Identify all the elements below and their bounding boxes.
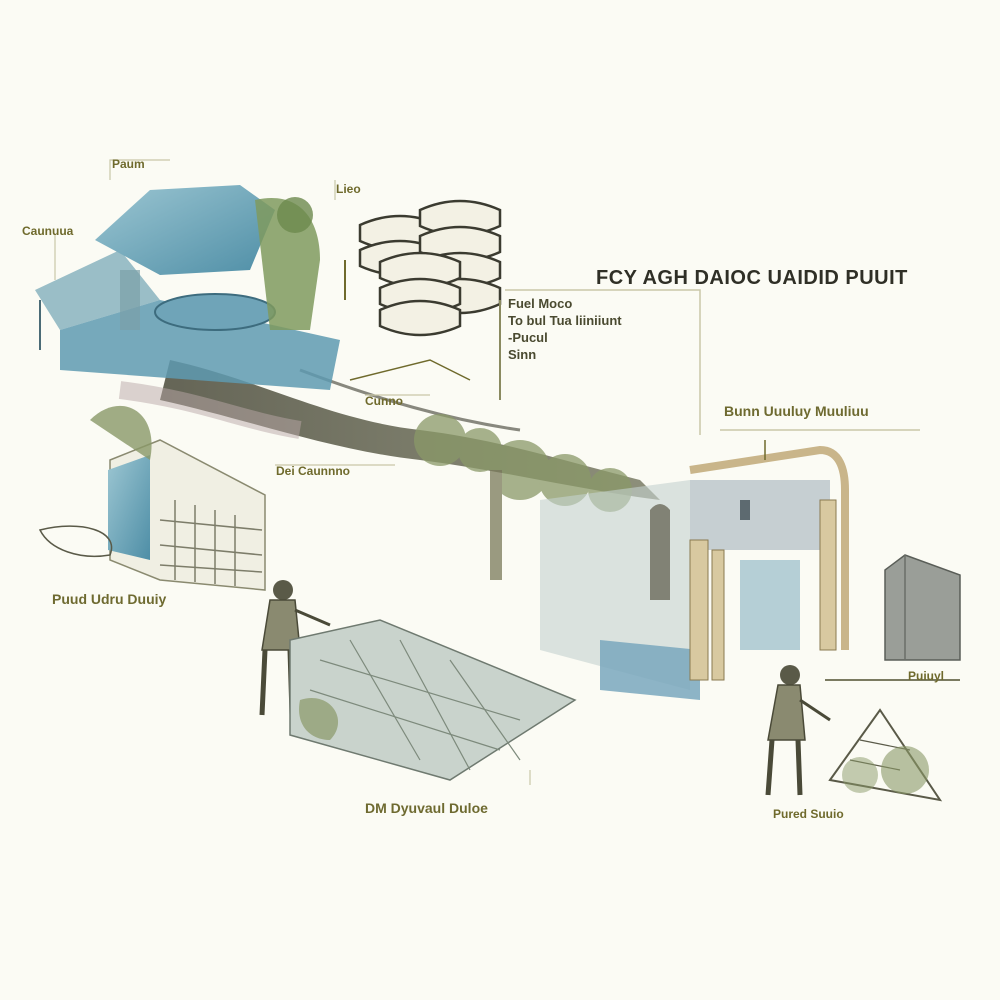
- trees-along-walkway: [414, 414, 632, 580]
- label-pavilion: Paum: [112, 157, 145, 171]
- label-bridge: Dei Caunnno: [276, 464, 350, 478]
- notes-list: Fuel Moco To bul Tua liiniiunt -Pucul Si…: [508, 295, 622, 363]
- right-plaza-pergola: [540, 429, 920, 700]
- label-trellis: Pured Suuio: [773, 807, 844, 821]
- label-towers: Lieo: [336, 182, 361, 196]
- diagram-title: FCY AGH DAIOC UAIDID PUUIT: [596, 267, 908, 289]
- blue-roof-pavilion: [35, 185, 340, 390]
- label-bridge-lower: Cunno: [365, 394, 403, 408]
- label-garden-field: DM Dyuvaul Duloe: [365, 800, 488, 816]
- label-tall-block: Puiuyl: [908, 669, 945, 683]
- garden-plots: [289, 619, 577, 781]
- label-glass-building: Puud Udru Duuiy: [52, 591, 167, 607]
- gardener-figure-right: [765, 665, 831, 796]
- trellis-planter: [828, 708, 943, 802]
- label-left-edge: Caunuua: [22, 224, 74, 238]
- note-line: Fuel Moco: [508, 296, 573, 311]
- tall-block-right: [825, 554, 961, 681]
- note-line: -Pucul: [508, 330, 548, 345]
- glass-building-left: [38, 405, 266, 591]
- label-right-header: Bunn Uuuluy Muuliuu: [724, 403, 869, 419]
- leader-lines: [54, 159, 531, 785]
- notes-box: [499, 289, 701, 435]
- note-line: Sinn: [508, 347, 537, 362]
- stacked-towers: [344, 199, 502, 381]
- note-line: To bul Tua liiniiunt: [508, 313, 622, 328]
